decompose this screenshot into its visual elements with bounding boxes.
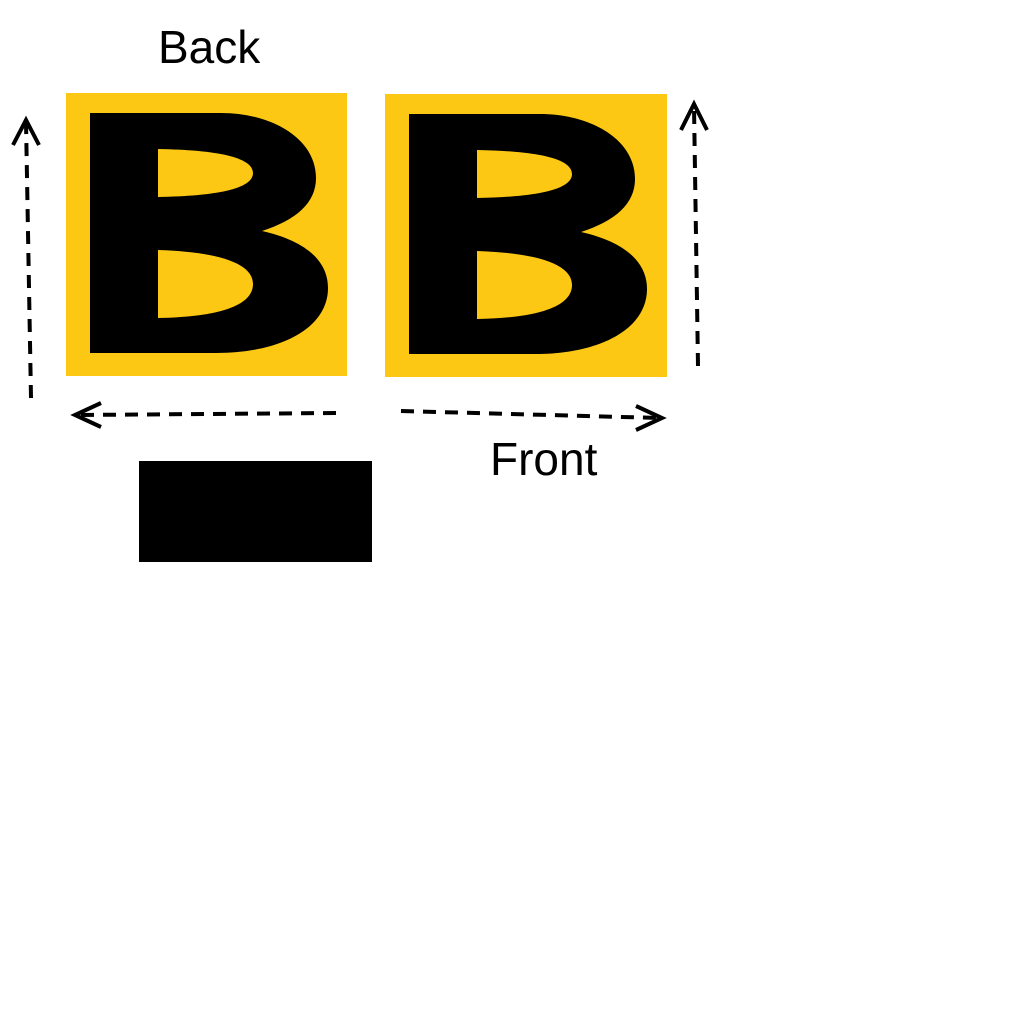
back-b-tile [66, 93, 347, 376]
front-b-tile [385, 94, 667, 377]
back-label: Back [158, 21, 261, 73]
back-vertical-arrow [11, 115, 41, 399]
front-horizontal-arrow [400, 404, 667, 432]
front-label: Front [490, 433, 598, 485]
redaction-block [139, 461, 372, 562]
back-b-letter-icon [66, 93, 347, 376]
back-horizontal-arrow [70, 401, 337, 429]
front-vertical-arrow [679, 99, 709, 367]
front-b-letter-icon [385, 94, 667, 377]
